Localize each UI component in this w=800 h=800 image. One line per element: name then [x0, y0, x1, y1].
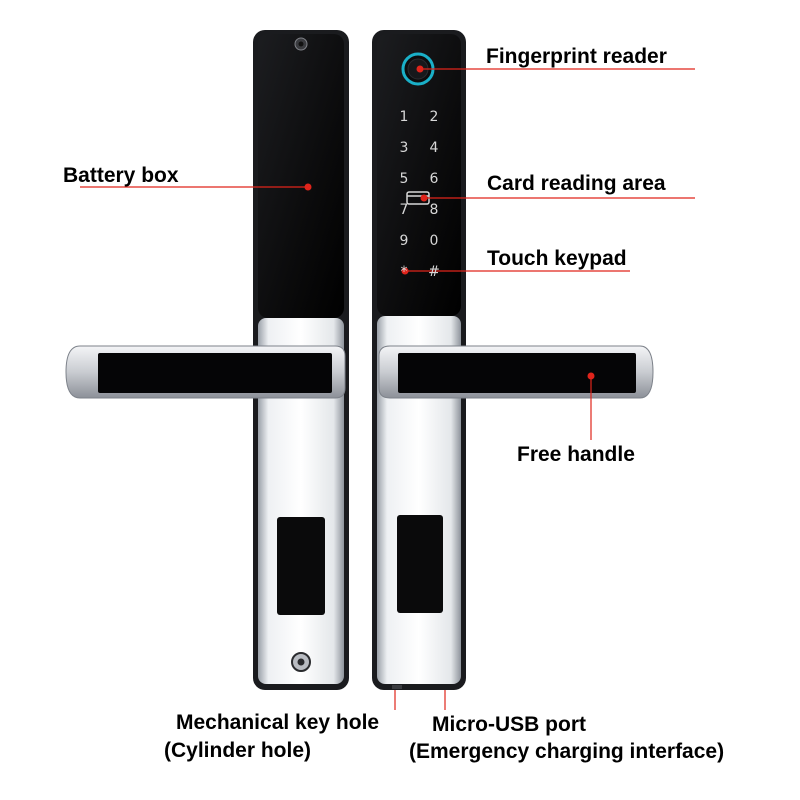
pointer-dot-keypad — [401, 267, 409, 275]
keypad-panel — [377, 34, 461, 316]
keypad-key: 7 — [399, 202, 409, 218]
keypad-key: 4 — [429, 140, 439, 156]
pointer-dot-handle — [587, 372, 595, 380]
usb-port — [392, 685, 402, 689]
left-lock-body — [253, 30, 349, 690]
left-handle-inlay — [98, 353, 332, 393]
keypad-key: 2 — [429, 109, 439, 125]
keypad-key: 1 — [399, 109, 409, 125]
label-fingerprint-reader: Fingerprint reader — [486, 45, 667, 68]
left-top-screw-center — [298, 41, 304, 47]
battery-box-panel — [258, 34, 344, 318]
keypad-key: 8 — [429, 202, 439, 218]
keypad-key: 3 — [399, 140, 409, 156]
label-free-handle: Free handle — [517, 443, 635, 466]
keypad-key: # — [428, 264, 440, 280]
label-cylinder-hole: (Cylinder hole) — [164, 739, 312, 762]
label-micro-usb-port: Micro-USB port — [432, 713, 586, 736]
keypad-key: * — [400, 264, 408, 280]
keypad-key: 0 — [429, 233, 439, 249]
label-touch-keypad: Touch keypad — [487, 247, 627, 270]
label-mechanical-key-hole: Mechanical key hole — [176, 711, 380, 734]
cylinder-hole-center — [297, 658, 305, 666]
left-handle — [65, 345, 346, 399]
keypad-key: 9 — [399, 233, 409, 249]
right-slot — [397, 515, 443, 613]
label-emergency-charging: (Emergency charging interface) — [409, 740, 725, 763]
label-battery-box: Battery box — [63, 164, 179, 187]
label-card-reading-area: Card reading area — [487, 172, 666, 195]
left-slot — [277, 517, 325, 615]
right-handle-inlay — [398, 353, 636, 393]
pointer-dot-fingerprint — [416, 65, 424, 73]
keypad-key: 5 — [399, 171, 409, 187]
right-handle — [378, 345, 654, 399]
keypad-key: 6 — [429, 171, 439, 187]
pointer-dot-battery — [304, 183, 312, 191]
pointers — [80, 65, 695, 710]
pointer-dot-card — [420, 194, 428, 202]
